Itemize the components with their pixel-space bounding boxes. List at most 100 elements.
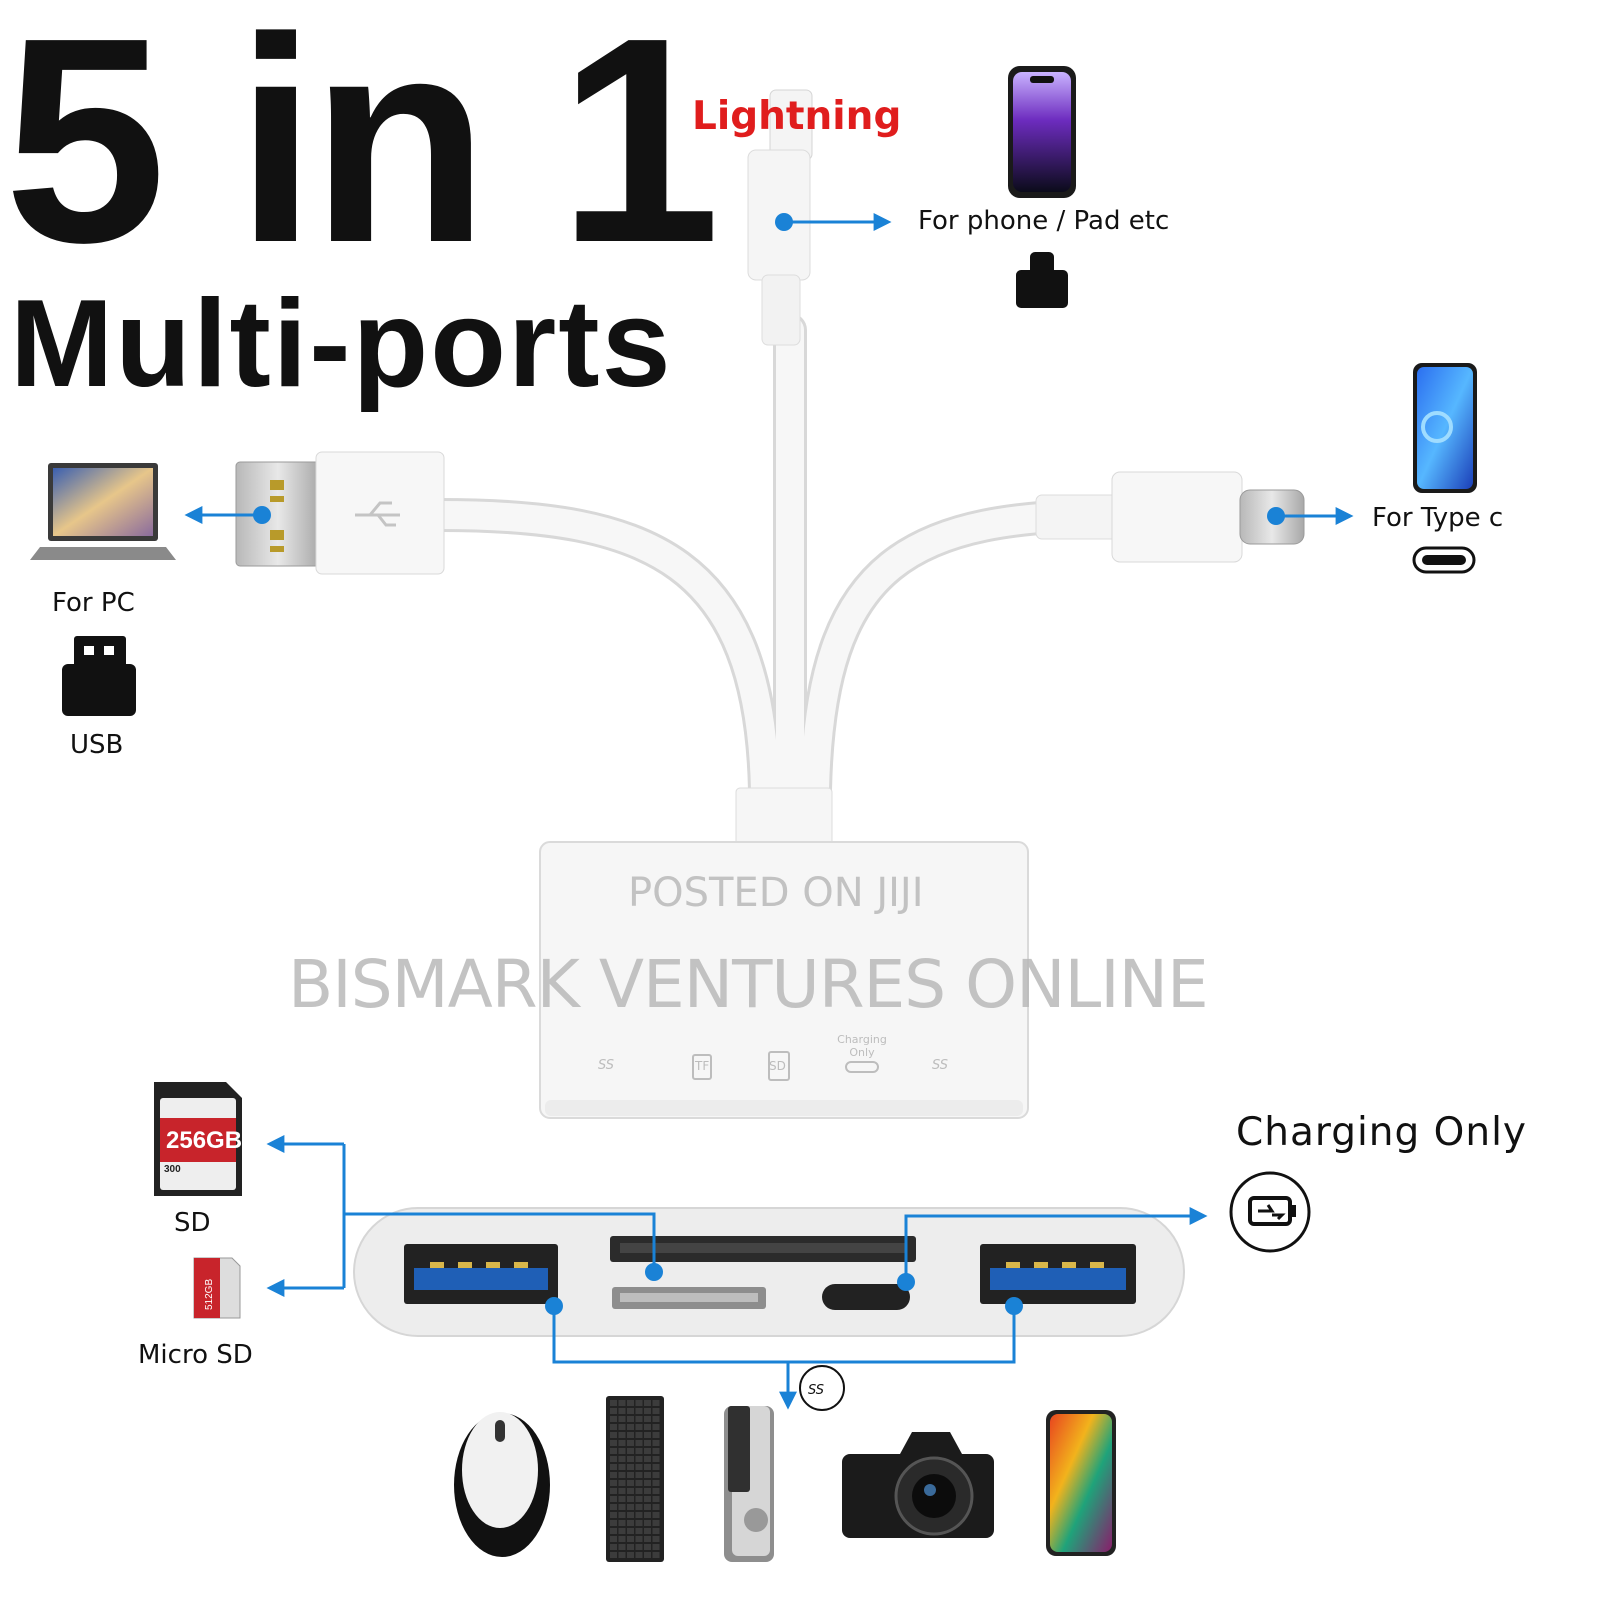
hub-side-view [353,1207,1185,1337]
keyboard-key [644,1544,651,1550]
keyboard-key [652,1448,660,1454]
keyboard-key [610,1408,617,1414]
keyboard-key [610,1520,617,1526]
headline-subtitle: Multi-ports [10,275,673,413]
keyboard-key [610,1424,617,1430]
keyboard-key [627,1528,634,1534]
keyboard-key [635,1464,643,1470]
keyboard-key [644,1520,651,1526]
keyboard-key [644,1496,651,1502]
keyboard-key [627,1496,634,1502]
keyboard-key [652,1552,660,1558]
keyboard-key [652,1488,660,1494]
keyboard-key [627,1512,634,1518]
keyboard-key [652,1432,660,1438]
keyboard-key [635,1496,643,1502]
keyboard-key [644,1472,651,1478]
keyboard-key [635,1536,643,1542]
keyboard-key [652,1400,660,1406]
keyboard-key [618,1464,626,1470]
keyboard-key [652,1456,660,1462]
keyboard-key [644,1424,651,1430]
camera-icon [842,1432,994,1538]
keyboard-key [635,1416,643,1422]
keyboard-key [618,1552,626,1558]
keyboard-key [627,1552,634,1558]
keyboard-key [635,1544,643,1550]
keyboard-key [635,1400,643,1406]
smartphone-type-c-icon [1413,363,1477,493]
keyboard-key [610,1552,617,1558]
keyboard-icon [606,1396,664,1562]
keyboard-key [610,1472,617,1478]
keyboard-key [652,1408,660,1414]
keyboard-key [618,1456,626,1462]
keyboard-key [610,1456,617,1462]
hub-port-tf: TF [695,1059,710,1073]
keyboard-key [627,1456,634,1462]
keyboard-key [652,1504,660,1510]
keyboard-key [635,1472,643,1478]
keyboard-key [635,1488,643,1494]
keyboard-key [618,1472,626,1478]
keyboard-key [618,1528,626,1534]
keyboard-key [635,1520,643,1526]
battery-charge-icon [1229,1171,1311,1253]
keyboard-key [627,1480,634,1486]
keyboard-key [644,1552,651,1558]
hub-neck [735,787,833,851]
keyboard-key [644,1528,651,1534]
keyboard-key [610,1536,617,1542]
keyboard-key [627,1424,634,1430]
keyboard-key [644,1448,651,1454]
leader-lines [184,213,1354,1410]
keyboard-key [610,1448,617,1454]
headline-title: 5 in 1 [4,0,721,303]
keyboard-key [652,1480,660,1486]
keyboard-key [652,1464,660,1470]
keyboard-key [627,1448,634,1454]
smartphone-icon [1046,1410,1116,1556]
keyboard-key [644,1400,651,1406]
keyboard-key [610,1480,617,1486]
type-c-port-icon [1412,546,1476,574]
micro-sd-capacity-text: 512GB [204,1279,215,1310]
lightning-caption: For phone / Pad etc [918,206,1170,236]
sd-card-icon: 256GB 300 [154,1082,242,1196]
keyboard-key [618,1520,626,1526]
keyboard-key [635,1528,643,1534]
keyboard-key [627,1520,634,1526]
usb-port-icon [62,636,136,716]
keyboard-key [627,1408,634,1414]
sd-slot-symbol [768,1051,790,1081]
keyboard-key [652,1472,660,1478]
keyboard-key [610,1400,617,1406]
keyboard-key [618,1416,626,1422]
keyboard-key [618,1512,626,1518]
keyboard-key [652,1424,660,1430]
keyboard-key [652,1528,660,1534]
keyboard-key [618,1504,626,1510]
keyboard-key [635,1480,643,1486]
keyboard-key [644,1504,651,1510]
sd-label: SD [174,1208,211,1238]
keyboard-key [644,1432,651,1438]
keyboard-key [652,1520,660,1526]
keyboard-key [644,1480,651,1486]
keyboard-key [618,1488,626,1494]
keyboard-key [618,1544,626,1550]
micro-sd-icon: 512GB [193,1257,241,1319]
keyboard-key [635,1456,643,1462]
keyboard-key [627,1464,634,1470]
keyboard-key [652,1496,660,1502]
keyboard-key [618,1496,626,1502]
keyboard-key [610,1488,617,1494]
keyboard-key [635,1552,643,1558]
keyboard-key [635,1504,643,1510]
keyboard-key [618,1408,626,1414]
hub-port-ss-left: SS [598,1058,615,1073]
flash-drive-icon [724,1406,774,1562]
keyboard-key [610,1432,617,1438]
keyboard-key [644,1512,651,1518]
